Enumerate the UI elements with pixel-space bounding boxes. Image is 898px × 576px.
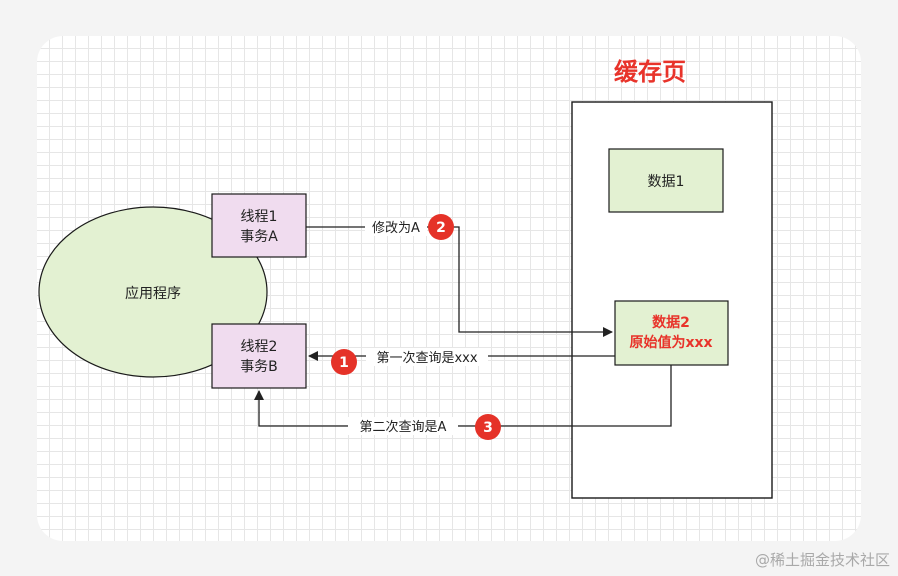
thread1-label-line2: 事务A (240, 229, 278, 245)
application-ellipse (38, 206, 268, 378)
modify-edge (306, 226, 613, 337)
modify-label: 修改为A (372, 221, 420, 236)
first-query-label: 第一次查询是xxx (376, 350, 477, 366)
second-query-edge (254, 365, 672, 427)
thread2-label-line2: 事务B (240, 359, 278, 375)
cache-page-title: 缓存页 (614, 58, 686, 86)
data2-label-line2: 原始值为xxx (629, 334, 712, 351)
thread1-label-line1: 线程1 (241, 209, 278, 225)
second-query-label: 第二次查询是A (360, 419, 447, 435)
step-badge-3: 3 (475, 414, 501, 440)
application-label: 应用程序 (125, 285, 181, 302)
first-query-label-bg (366, 348, 488, 366)
step-badge-1: 1 (331, 349, 357, 375)
step-badge-2: 2 (428, 214, 454, 240)
modify-label-bg (365, 218, 427, 236)
data2-label-line1: 数据2 (652, 314, 690, 331)
data2-box (614, 300, 729, 366)
data1-label: 数据1 (648, 174, 685, 190)
thread2-label-line1: 线程2 (241, 339, 278, 355)
watermark-text: @稀土掘金技术社区 (754, 551, 890, 569)
second-query-label-bg (348, 417, 458, 435)
thread1-box (211, 193, 307, 258)
data1-box (608, 148, 724, 213)
step-badge-1-label: 1 (339, 355, 349, 371)
step-badge-2-label: 2 (436, 220, 446, 236)
thread2-box (211, 323, 307, 389)
step-badge-3-label: 3 (483, 420, 493, 436)
